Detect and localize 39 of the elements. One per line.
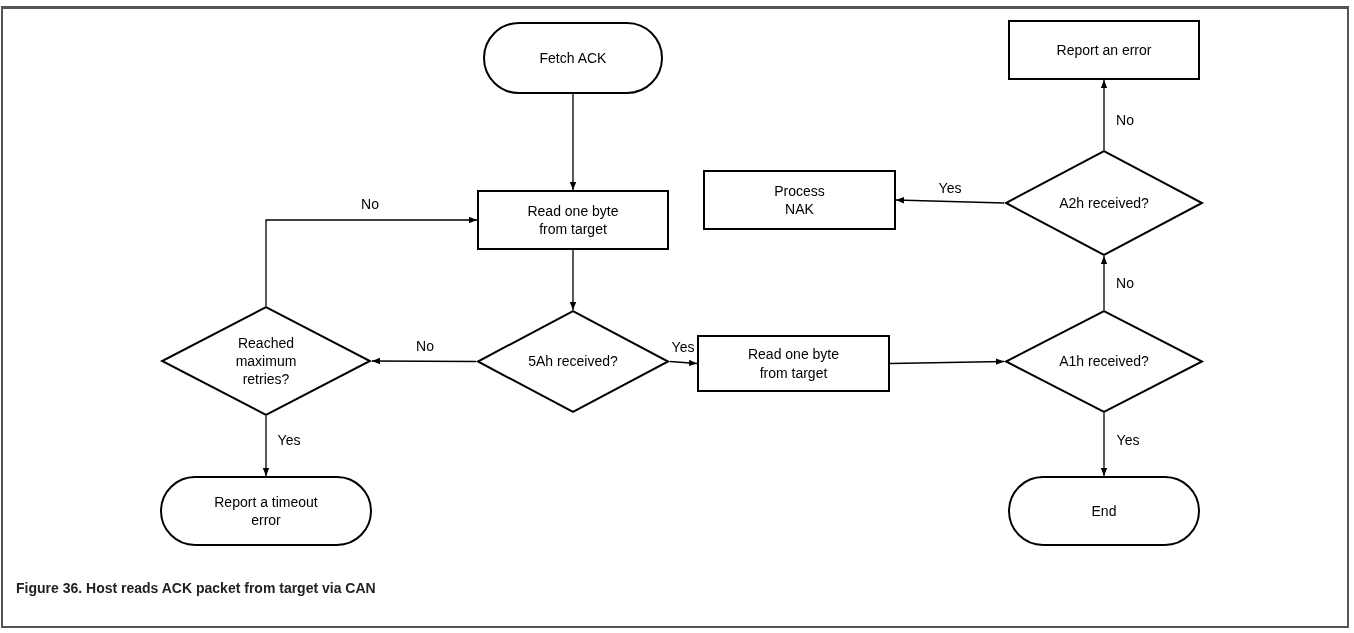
node-label: Report an error <box>1056 40 1152 60</box>
arrow <box>1100 412 1108 477</box>
node-label: A2h received? <box>1059 193 1149 213</box>
node-label: Read one byte from target <box>746 345 841 382</box>
arrow <box>1100 255 1108 311</box>
edge-label: No <box>1114 112 1136 128</box>
edge-label: Yes <box>936 180 964 196</box>
edge-label: No <box>414 338 436 354</box>
node-label: Read one byte from target <box>526 201 620 239</box>
node-label: End <box>1091 501 1117 521</box>
arrow <box>895 197 1005 204</box>
arrow <box>265 216 478 307</box>
arrow <box>889 358 1005 365</box>
decision-diamond <box>476 310 670 413</box>
process-box <box>703 170 896 230</box>
edge-label: Yes <box>669 339 697 355</box>
node-label: Fetch ACK <box>539 48 607 68</box>
node-label: Process NAK <box>773 181 826 219</box>
arrow <box>569 249 577 311</box>
edge-label: Yes <box>275 432 303 448</box>
edge-label: Yes <box>1114 432 1142 448</box>
node-label: 5Ah received? <box>528 352 618 371</box>
arrow <box>262 415 270 477</box>
decision-diamond <box>1004 150 1204 256</box>
process-box <box>477 190 669 250</box>
edge-label: No <box>1114 275 1136 291</box>
node-label: A1h received? <box>1059 352 1149 371</box>
process-box <box>697 335 890 392</box>
arrow <box>371 357 477 365</box>
edge-label: No <box>359 196 381 212</box>
process-box <box>1008 20 1200 80</box>
node-label: Reached maximum retries? <box>234 333 298 389</box>
arrow <box>569 93 577 191</box>
node-label: Report a timeout error <box>213 492 319 530</box>
arrow <box>669 359 698 367</box>
decision-diamond <box>1004 310 1204 413</box>
decision-diamond <box>160 306 372 416</box>
figure-caption: Figure 36. Host reads ACK packet from target via CAN <box>16 580 376 596</box>
arrow <box>1100 79 1108 151</box>
